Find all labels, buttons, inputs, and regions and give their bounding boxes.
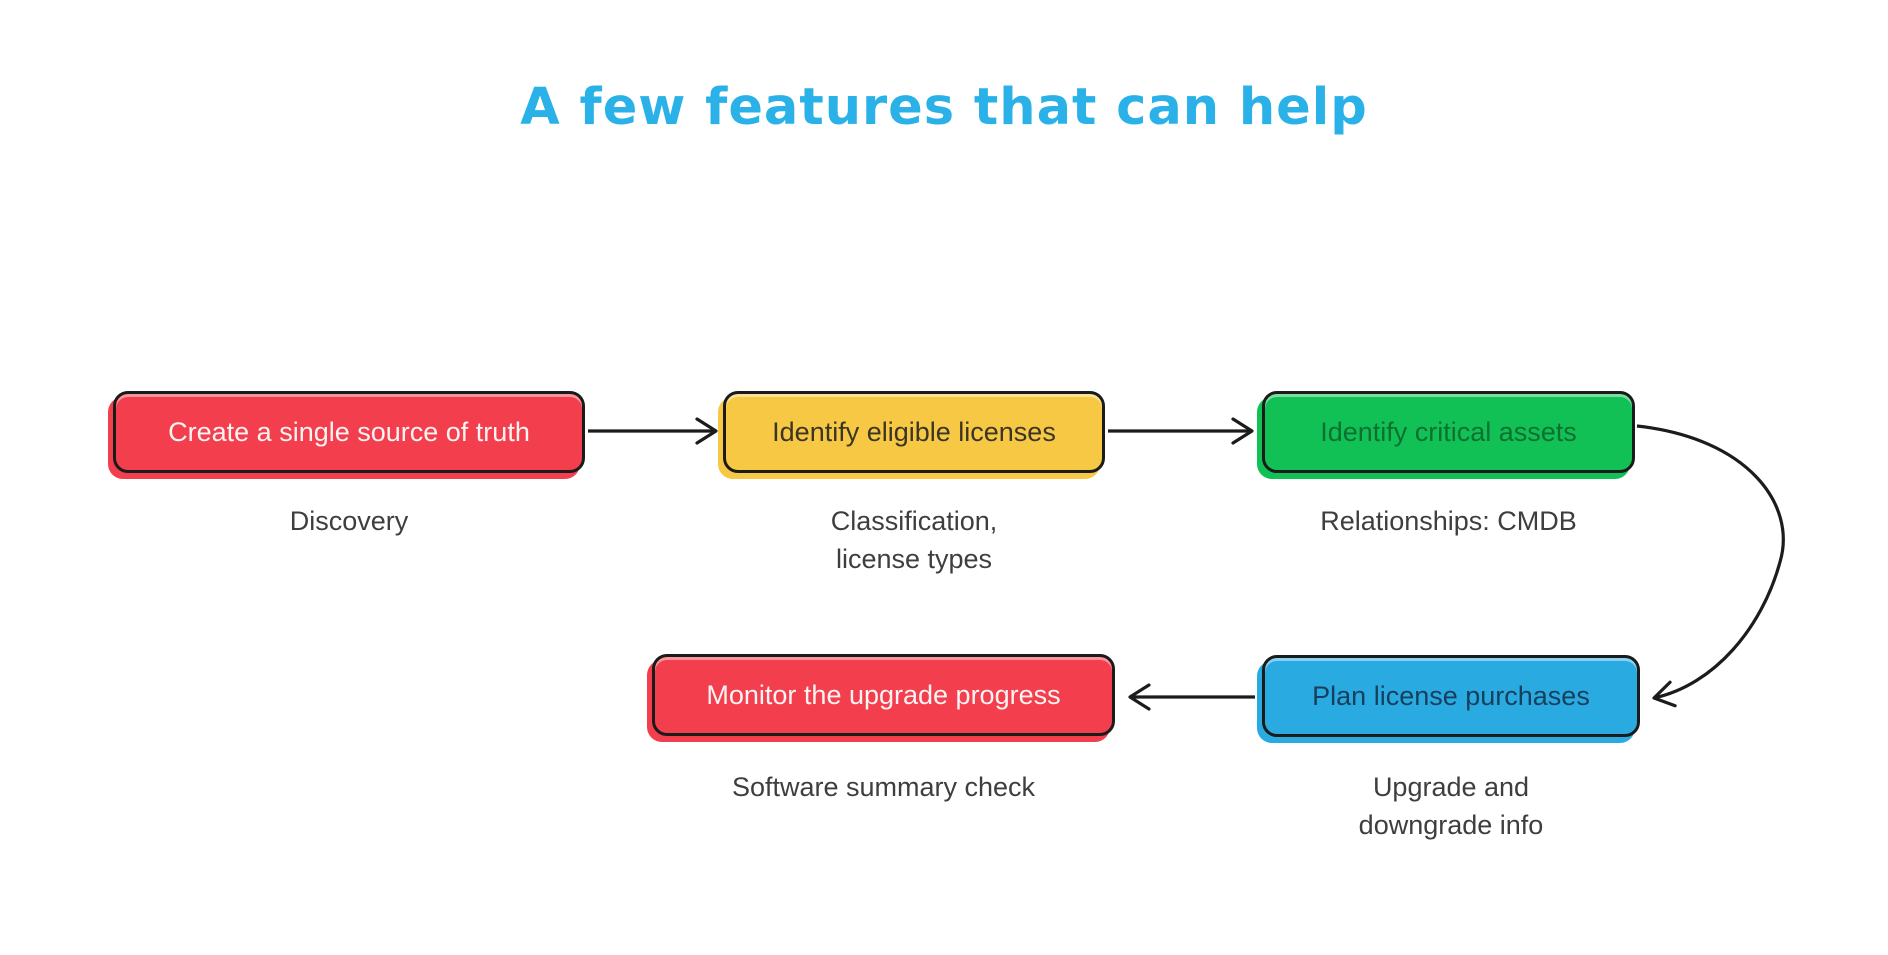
page-title: A few features that can help bbox=[520, 78, 1368, 137]
caption-line: Discovery bbox=[289, 506, 409, 536]
flow-node-identify-eligible-licenses: Identify eligible licenses bbox=[723, 391, 1105, 473]
flow-node-label: Plan license purchases bbox=[1312, 680, 1590, 711]
flow-node-label: Create a single source of truth bbox=[168, 416, 530, 447]
flow-node-caption-relationships: Relationships: CMDB bbox=[1232, 502, 1665, 540]
caption-line: license types bbox=[835, 544, 993, 574]
flow-node-single-source-of-truth: Create a single source of truth bbox=[113, 391, 585, 473]
flow-node-caption-upgrade-info: Upgrade and downgrade info bbox=[1262, 768, 1640, 844]
flow-node-label: Identify critical assets bbox=[1320, 416, 1577, 447]
flow-node-identify-critical-assets: Identify critical assets bbox=[1262, 391, 1635, 473]
flow-node-label: Identify eligible licenses bbox=[772, 416, 1056, 447]
caption-line: Software summary check bbox=[731, 772, 1036, 802]
flow-node-plan-license-purchases: Plan license purchases bbox=[1262, 655, 1640, 737]
caption-line: downgrade info bbox=[1358, 810, 1544, 840]
flow-node-monitor-upgrade-progress: Monitor the upgrade progress bbox=[652, 654, 1115, 736]
caption-line: Classification, bbox=[830, 506, 998, 536]
caption-line: Upgrade and bbox=[1372, 772, 1530, 802]
flow-node-label: Monitor the upgrade progress bbox=[706, 679, 1061, 710]
arrow-assets-to-plan-curve bbox=[1636, 424, 1785, 708]
caption-line: Relationships: CMDB bbox=[1320, 506, 1577, 536]
flow-node-caption-software-summary: Software summary check bbox=[652, 768, 1115, 806]
flow-node-caption-classification: Classification, license types bbox=[723, 502, 1105, 578]
flow-node-caption-discovery: Discovery bbox=[113, 502, 585, 540]
